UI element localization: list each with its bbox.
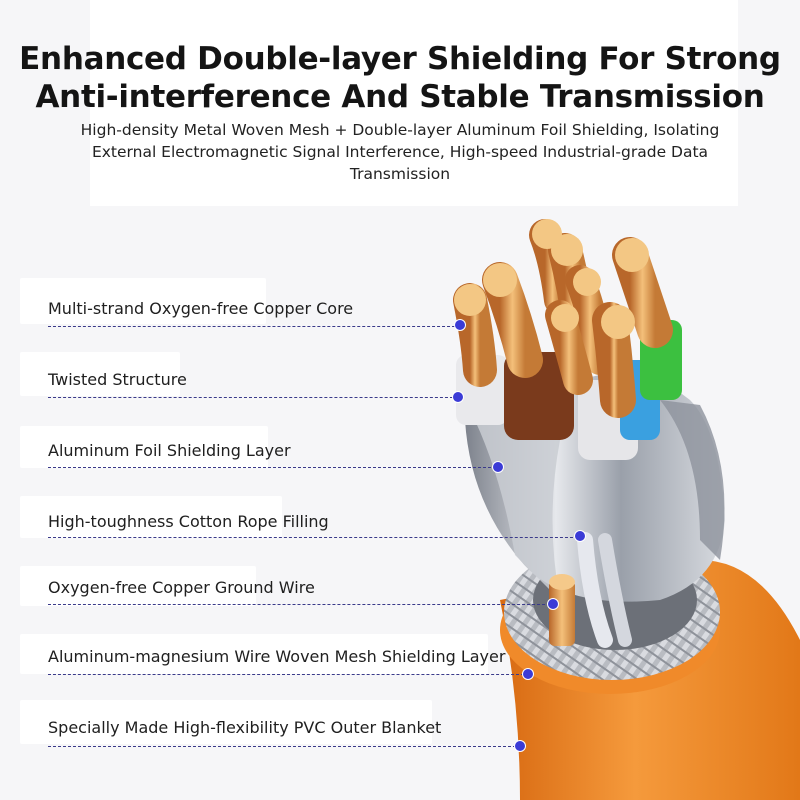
callout-leader-foil [48, 467, 496, 468]
callout-box-twisted [20, 352, 180, 396]
copper-strands [453, 219, 673, 418]
subtitle-line-2: External Electromagnetic Signal Interfer… [91, 143, 709, 161]
callout-leader-twisted [48, 397, 458, 398]
callout-leader-ground-wire [48, 604, 550, 605]
callout-box-copper-core [20, 278, 266, 324]
callout-dot-cotton [575, 531, 585, 541]
foil-shield-left [470, 410, 560, 600]
cotton-rope-1 [577, 532, 613, 648]
callout-box-foil [20, 426, 268, 468]
callout-dot-twisted [453, 392, 463, 402]
callout-dot-foil [493, 462, 503, 472]
callout-label-foil: Aluminum Foil Shielding Layer [48, 441, 291, 460]
callout-dot-copper-core [455, 320, 465, 330]
callout-dot-mesh [523, 669, 533, 679]
callout-label-ground-wire: Oxygen-free Copper Ground Wire [48, 578, 315, 597]
callout-label-copper-core: Multi-strand Oxygen-free Copper Core [48, 299, 354, 318]
callout-leader-mesh [48, 674, 524, 675]
callout-label-mesh: Aluminum-magnesium Wire Woven Mesh Shiel… [48, 647, 506, 666]
copper-ground-wire [549, 580, 575, 646]
callout-box-pvc [20, 700, 432, 744]
callout-label-cotton: High-toughness Cotton Rope Filling [48, 512, 329, 531]
foil-shield-right [660, 400, 725, 560]
title-line-2: Anti-interference And Stable Transmissio… [35, 79, 765, 115]
callout-label-twisted: Twisted Structure [48, 370, 187, 389]
callout-box-ground-wire [20, 566, 256, 606]
callout-box-cotton [20, 496, 282, 538]
title-line-1: Enhanced Double-layer Shielding For Stro… [19, 41, 781, 77]
callout-dot-pvc [515, 741, 525, 751]
page-title: Enhanced Double-layer Shielding For Stro… [0, 40, 800, 116]
callout-leader-cotton [48, 537, 578, 538]
page-subtitle: High-density Metal Woven Mesh + Double-l… [70, 119, 730, 185]
cotton-rope-2 [598, 533, 632, 647]
subtitle-line-1: High-density Metal Woven Mesh + Double-l… [80, 121, 720, 139]
callout-dot-ground-wire [548, 599, 558, 609]
callout-box-mesh [20, 634, 488, 674]
callout-leader-pvc [48, 746, 516, 747]
callout-label-pvc: Specially Made High-flexibility PVC Oute… [48, 718, 442, 737]
subtitle-line-3: Transmission [349, 165, 451, 183]
header-panel [90, 0, 738, 206]
callout-leader-copper-core [48, 326, 460, 327]
